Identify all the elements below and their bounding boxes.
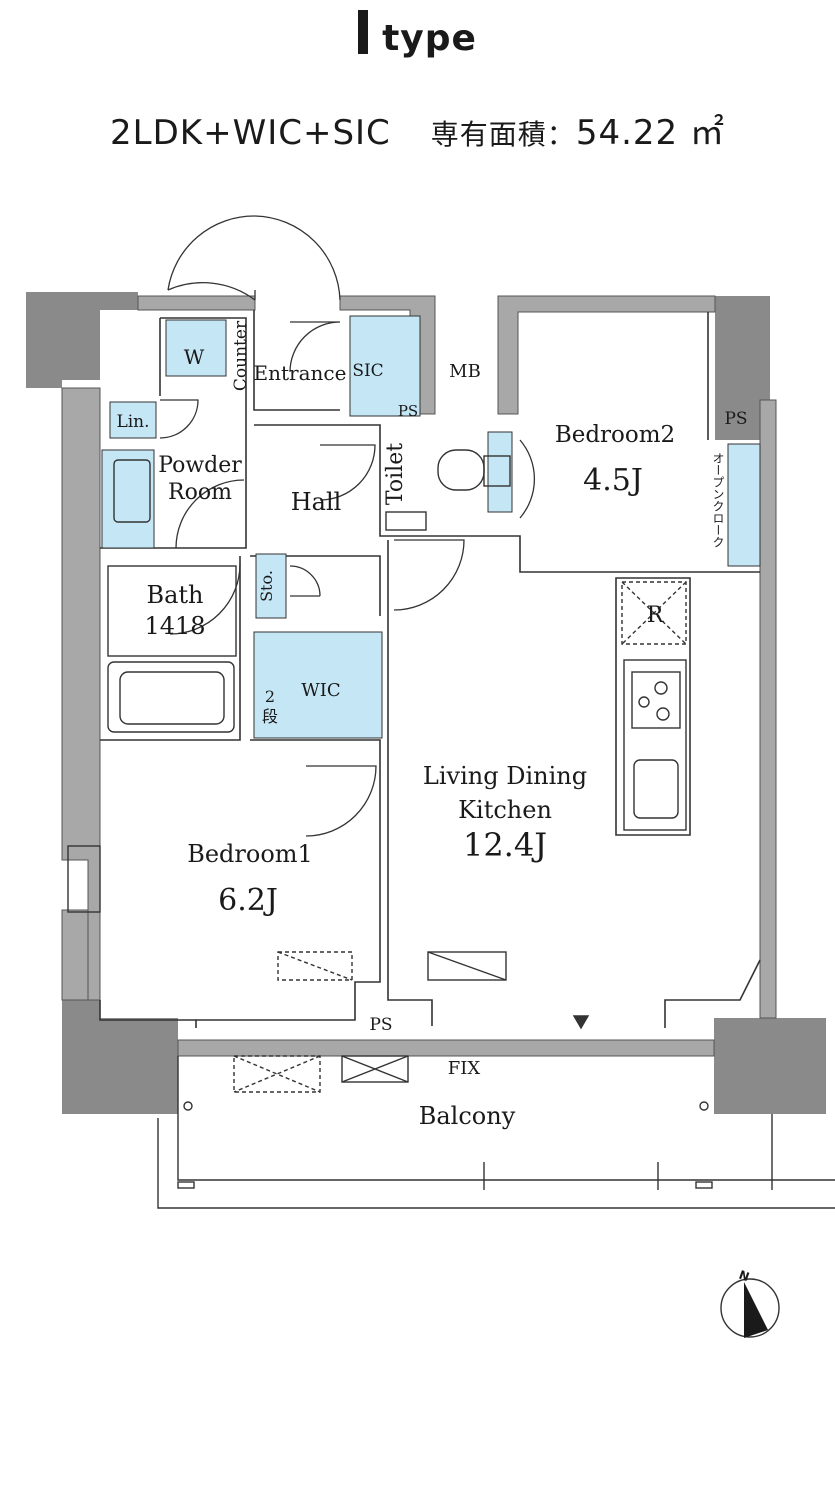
west-window bbox=[67, 845, 101, 913]
balcony-label: Balcony bbox=[419, 1102, 516, 1130]
linen-closet bbox=[109, 401, 157, 439]
east-wall bbox=[759, 399, 777, 1019]
structural-columns bbox=[26, 292, 826, 1114]
bath-door bbox=[169, 563, 241, 635]
bath-label: Bath bbox=[146, 581, 203, 609]
sic-label: SIC bbox=[352, 361, 383, 381]
area-value: 54.22 ㎡ bbox=[575, 113, 725, 153]
storage-fills bbox=[101, 315, 761, 739]
north-label: N bbox=[737, 1268, 751, 1285]
linen-label: Lin. bbox=[116, 412, 149, 432]
shoe-closet bbox=[349, 315, 421, 417]
partitions bbox=[99, 310, 761, 1028]
storage-door bbox=[289, 565, 321, 597]
counter-label: Counter bbox=[231, 320, 251, 391]
balcony-railing bbox=[157, 1015, 835, 1209]
powder-room-label-1: Powder bbox=[158, 453, 242, 478]
toilet-label: Toilet bbox=[383, 443, 408, 505]
kitchen-sink bbox=[633, 759, 679, 819]
column-top-left bbox=[26, 292, 138, 388]
wic-label: WIC bbox=[301, 680, 340, 701]
entrance-door-arc bbox=[167, 215, 341, 301]
bathtub-outer bbox=[107, 661, 235, 733]
wic-fill bbox=[253, 631, 383, 739]
column-bottom-right bbox=[714, 1018, 826, 1114]
toilet-door bbox=[319, 444, 376, 501]
shelf-unit: 段 bbox=[262, 707, 278, 726]
north-wall-left bbox=[137, 295, 256, 311]
bath-floor bbox=[107, 565, 237, 657]
bedroom2-door bbox=[519, 439, 536, 519]
storage-fill bbox=[255, 553, 287, 619]
room-labels: W Counter Entrance SIC MB PS PS Lin. Pow… bbox=[116, 320, 747, 1130]
shelf-count: 2 bbox=[265, 687, 275, 706]
ps-entrance-label: PS bbox=[398, 402, 418, 420]
toilet-tank bbox=[483, 455, 511, 487]
north-compass: N bbox=[720, 1268, 780, 1338]
washer-space bbox=[165, 319, 227, 377]
burner-1 bbox=[654, 681, 668, 695]
bedroom2-label: Bedroom2 bbox=[555, 422, 675, 448]
ps-balcony-label: PS bbox=[369, 1015, 392, 1035]
bedroom1-door bbox=[305, 765, 377, 837]
fridge-label: R bbox=[647, 603, 665, 628]
powder-room-label-2: Room bbox=[168, 480, 232, 505]
kitchen-counter bbox=[623, 659, 687, 831]
south-wall bbox=[177, 1039, 715, 1057]
area-label: 専有面積： bbox=[430, 118, 576, 151]
burner-2 bbox=[638, 696, 650, 708]
bedroom1-ac bbox=[277, 951, 353, 981]
west-wall-lower bbox=[61, 909, 89, 1001]
ldk-label-2: Kitchen bbox=[458, 796, 552, 824]
open-closet-label: オープンクローク bbox=[711, 452, 725, 548]
hall-label: Hall bbox=[291, 488, 342, 516]
type-title: type bbox=[0, 10, 835, 70]
storage-label: Sto. bbox=[257, 570, 276, 602]
type-letter-bar bbox=[358, 10, 369, 54]
fix-label: FIX bbox=[448, 1058, 481, 1079]
entrance-door-left bbox=[167, 282, 256, 301]
toilet-cabinet bbox=[487, 431, 513, 513]
balcony-unit-1 bbox=[233, 1055, 321, 1093]
layout-code: 2LDK+WIC+SIC bbox=[110, 113, 391, 153]
cooktop bbox=[631, 671, 681, 729]
toilet-bowl bbox=[437, 449, 485, 491]
bath-size: 1418 bbox=[144, 612, 205, 640]
spec-line: 2LDK+WIC+SIC 専有面積：54.22 ㎡ bbox=[0, 105, 835, 154]
door-swings bbox=[159, 215, 536, 837]
entrance-inner-door bbox=[289, 321, 341, 373]
mb-label: MB bbox=[449, 361, 481, 382]
ldk-ac bbox=[427, 951, 507, 981]
powder-vanity bbox=[101, 449, 155, 549]
fridge-space bbox=[621, 581, 687, 645]
bathtub-inner bbox=[119, 671, 225, 725]
bedroom1-label: Bedroom1 bbox=[187, 840, 313, 868]
balcony-unit-2 bbox=[341, 1055, 409, 1083]
washer-label: W bbox=[184, 345, 205, 369]
bedroom2-size: 4.5J bbox=[583, 463, 643, 498]
bedroom1-size: 6.2J bbox=[218, 883, 278, 918]
open-closet-fill bbox=[727, 443, 761, 567]
powder-door bbox=[175, 479, 245, 549]
type-word: type bbox=[382, 18, 477, 59]
toilet-sink bbox=[385, 511, 427, 531]
ldk-label-1: Living Dining bbox=[423, 762, 587, 790]
burner-3 bbox=[656, 707, 670, 721]
ldk-door bbox=[393, 539, 465, 611]
column-bottom-left bbox=[62, 998, 178, 1114]
north-wall-right bbox=[497, 295, 716, 415]
ldk-size: 12.4J bbox=[463, 826, 547, 864]
column-top-right bbox=[715, 296, 770, 440]
fixtures bbox=[67, 449, 687, 1093]
entrance-label: Entrance bbox=[254, 361, 347, 385]
linen-door bbox=[159, 399, 199, 439]
powder-sink bbox=[113, 459, 151, 523]
north-arrow-icon bbox=[744, 1282, 768, 1338]
ps-bedroom2-label: PS bbox=[724, 409, 747, 429]
